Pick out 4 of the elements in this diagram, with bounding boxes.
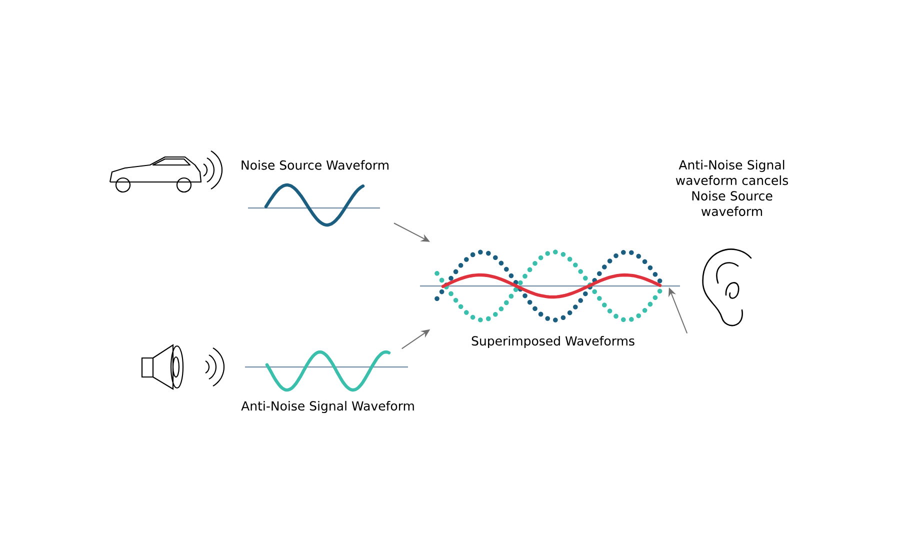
node-label: Anti-Noise Signal Waveform (241, 400, 414, 414)
node-label: Noise Source Waveform (242, 160, 388, 170)
node-label: Superimposed Waveforms (472, 336, 634, 348)
node-label: Anti-Noise Signal waveform cancels Noise Source waveform (676, 160, 788, 216)
